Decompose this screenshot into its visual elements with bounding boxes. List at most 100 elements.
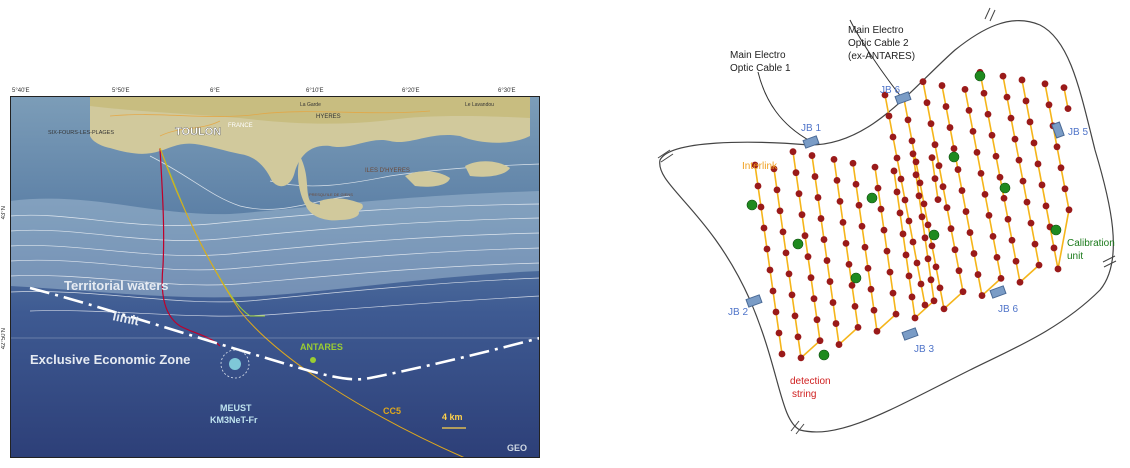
label-detection-1: detection [790,376,831,387]
tick-6-10: 6°10'E [306,88,324,94]
interlink-segment [943,291,964,310]
detection-string [810,295,818,303]
junction-box-2 [745,294,763,308]
cable1-line2: Optic Cable 1 [730,63,791,74]
interlink-segment [896,157,902,180]
interlink-segment [801,214,806,236]
interlink-segment [984,194,990,216]
detection-string [938,82,946,89]
detection-string [804,253,812,261]
detection-string [947,225,955,233]
interlink-segment [769,269,774,292]
label-calibration-2: unit [1067,251,1083,262]
label-jb2: JB 2 [728,307,748,318]
interlink-segment [813,298,818,320]
label-limit: limit [111,308,141,328]
interlink-segment [845,243,850,265]
interlink-segment [772,290,777,313]
interlink-segment [1010,117,1016,140]
detection-string [912,171,920,179]
interlink-segment [883,229,888,252]
interlink-segment [907,119,913,141]
detection-string [845,261,853,268]
interlink-segment [926,102,932,124]
detection-string [908,293,916,301]
detection-string [807,274,815,282]
continental-slope [10,191,540,298]
interlink-segment [778,332,783,355]
interlink-segment [938,165,944,187]
detection-string [808,152,816,159]
interlink-segment [874,166,879,189]
detection-string [1027,219,1035,227]
interlink-segment [983,93,989,115]
calibration-unit [974,70,986,82]
bathymetric-map: 5°40'E Territorial waters limit Exclusiv… [1,88,541,459]
interlink-segment [811,155,816,177]
detection-string [817,215,825,222]
interlink-segment [1048,104,1054,126]
detection-string [785,270,793,278]
detection-string [839,219,847,226]
detection-string [770,165,778,173]
label-meust: MEUST [220,403,252,413]
interlink-segment [965,211,971,233]
detection-string [893,154,901,162]
interlink-segment [1063,87,1069,109]
detection-string [813,316,821,324]
detection-string [901,196,909,204]
detection-string [848,282,856,289]
detection-string [940,305,948,313]
detection-string [919,78,927,86]
interlink-segment [858,205,863,227]
interlink-segment [896,191,901,214]
detection-string [921,301,929,309]
interlink-segment [892,292,897,315]
interlink-segment [833,159,838,181]
interlink-segment [918,195,923,217]
detection-string [791,312,799,320]
detection-string [766,266,774,274]
detection-string [830,156,838,163]
detection-string [867,285,875,293]
interlink-segment [981,277,1002,297]
interlink-segment [915,174,920,196]
layout-svg: Main Electro Optic Cable 1 Main Electro … [657,7,1117,435]
interlink-segment [886,250,891,273]
interlink-segment [1007,219,1013,241]
interlink-segment [852,163,857,185]
interlink-segment [1019,264,1040,283]
site-boundary [659,20,1114,433]
detection-string [788,291,796,299]
label-cc5: CC5 [383,406,401,416]
interlink-segment [1033,142,1039,165]
meust-marker [229,358,241,370]
detection-string [939,183,947,191]
interlink-segment [942,186,948,208]
interlink-segment [816,319,821,341]
interlink-segment [927,258,932,280]
label-giens: PRESQU'ILE DE GIENS [309,192,353,197]
interlink-segment [855,184,860,206]
interlink-segment [864,247,869,269]
interlink-segment [939,287,945,309]
detection-string [1054,265,1062,273]
detection-string [842,240,850,247]
detection-string [962,208,970,215]
interlink-segment [924,237,929,259]
detection-string [889,289,897,297]
calibration-unit [948,151,960,163]
detection-string [772,308,780,316]
detection-string [1019,177,1027,185]
interlink-segment [919,182,925,204]
label-detection-2: string [792,389,816,400]
interlink-segment [930,279,935,301]
detection-string [1011,135,1019,143]
detection-string [977,170,985,177]
label-france: FRANCE [228,123,253,129]
interlink-segment [832,302,837,324]
interlink-segment [791,294,796,316]
interlink-segment [946,207,952,229]
interlink-segment [823,239,828,261]
detection-string [892,310,900,318]
